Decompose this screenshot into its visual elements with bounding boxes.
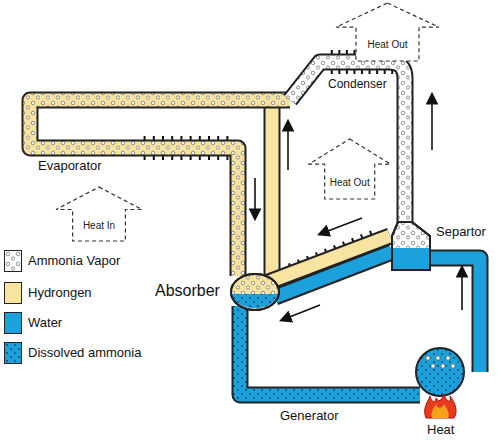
heat-arrow: Heat Out xyxy=(335,2,440,62)
dashed-arrow xyxy=(56,187,142,241)
vapor-bubble xyxy=(441,364,445,368)
flow-arrow xyxy=(254,178,256,218)
absorber-vessel xyxy=(231,274,279,310)
hydrogen-pipe-outline xyxy=(264,108,281,280)
dashed-arrow xyxy=(309,139,390,199)
dissolved-ammonia-pipe-outline xyxy=(240,306,420,395)
hydrogen-diagonal-pipe xyxy=(266,236,390,283)
legend-text: Ammonia Vapor xyxy=(28,253,120,268)
legend-text: Dissolved ammonia xyxy=(28,345,141,360)
separator-vessel xyxy=(392,222,430,270)
heat-label: Heat Out xyxy=(330,177,370,188)
part-label: Separtor xyxy=(436,224,486,239)
vapor-bubble xyxy=(426,356,430,360)
legend-swatch xyxy=(4,250,22,272)
evaporator-pipe-outline xyxy=(30,100,290,276)
heat-label: Heat Out xyxy=(367,39,407,50)
legend-text: Hydrongen xyxy=(28,285,92,300)
legend-pattern xyxy=(5,343,21,363)
legend-swatch xyxy=(4,282,22,304)
legend-pattern xyxy=(5,251,21,271)
heat-label: Heat In xyxy=(83,220,115,231)
flow-arrow xyxy=(461,268,463,310)
condenser-pipe-outline xyxy=(290,62,405,230)
legend-swatch xyxy=(4,342,22,364)
part-label: Heat xyxy=(427,422,454,437)
flow-arrow xyxy=(282,305,320,320)
generator-vessel xyxy=(416,348,464,396)
flame xyxy=(425,394,456,418)
separator-water xyxy=(393,248,429,269)
condenser-pipe xyxy=(290,62,405,230)
flow-arrow xyxy=(287,122,289,170)
vapor-bubble xyxy=(446,356,450,360)
part-label: Condenser xyxy=(328,77,387,91)
pattern-fill xyxy=(5,251,21,271)
part-label: Evaporator xyxy=(38,158,102,173)
dashed-arrow-outline xyxy=(335,2,440,62)
separator-outline xyxy=(392,222,430,270)
dashed-arrow-outline xyxy=(55,186,143,242)
hydrogen-diagonal-pipe-outline xyxy=(266,236,390,283)
pattern-fill xyxy=(5,343,21,363)
flame-core xyxy=(431,404,448,418)
part-label: Absorber xyxy=(155,282,220,300)
legend-text: Water xyxy=(28,315,62,330)
vapor-bubble xyxy=(451,364,455,368)
dashed-arrow xyxy=(336,3,439,61)
dashed-arrow-outline xyxy=(308,138,391,200)
part-label: Generator xyxy=(280,408,339,423)
vapor-bubble xyxy=(436,356,440,360)
vapor-bubble xyxy=(431,364,435,368)
absorber-outline xyxy=(231,274,279,310)
heat-arrow: Heat In xyxy=(55,186,143,242)
hydrogen-pipe xyxy=(266,108,279,280)
dissolved-ammonia-pipe xyxy=(240,306,420,395)
legend-swatch xyxy=(4,312,22,334)
flow-arrow xyxy=(431,95,433,150)
heat-arrow: Heat Out xyxy=(308,138,391,200)
evaporator-pipe xyxy=(30,100,290,276)
flow-arrow xyxy=(320,218,362,234)
